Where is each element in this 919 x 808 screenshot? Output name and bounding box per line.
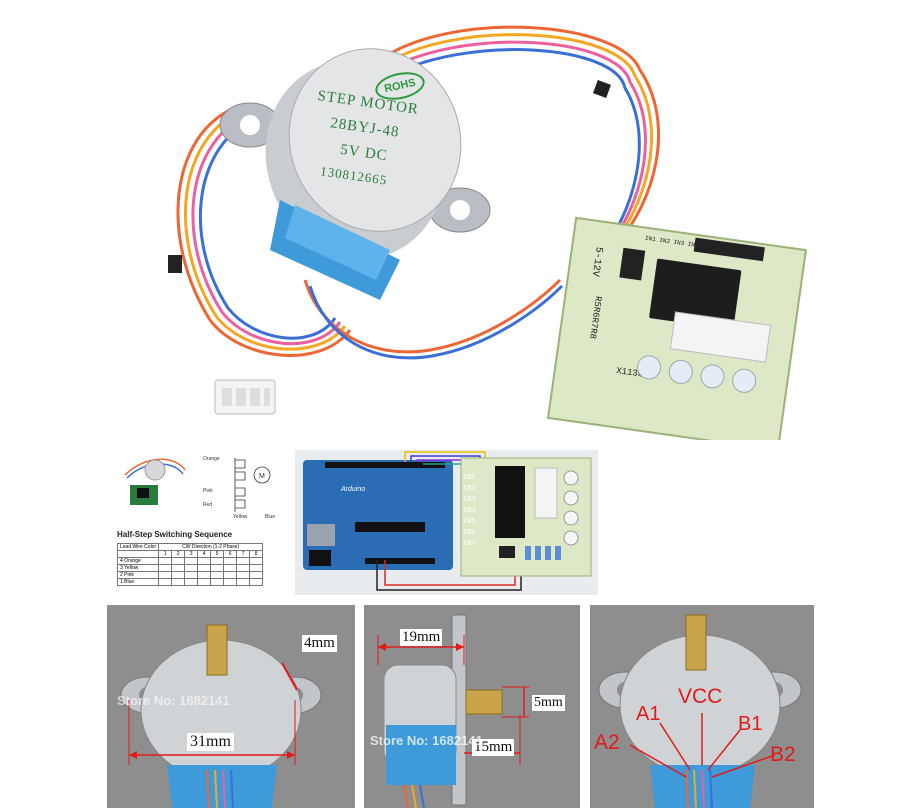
pinout-motor-illustration — [598, 614, 802, 808]
driver-board: 5-12V R5R6R7R8 X113647 IN1 IN2 IN3 IN4 — [546, 216, 808, 440]
switching-table: Lead Wire Color CW Direction (1-2 Phase)… — [116, 543, 264, 586]
coil-schematic: M — [234, 458, 271, 512]
table-header-cell: 7 — [236, 550, 251, 558]
wiring-in-label: IN6 — [463, 529, 476, 537]
table-caption: CW Direction (1-2 Phase) — [158, 543, 264, 551]
table-header-cell: 6 — [223, 550, 238, 558]
table-header-cell: 5 — [210, 550, 225, 558]
table-header-cell: 2 — [171, 550, 186, 558]
table-header-cell: Lead Wire Color — [116, 543, 160, 551]
pin-label-a2: A2 — [594, 731, 620, 754]
table-row: 2 Pink — [116, 571, 264, 579]
dim-label-15mm: 15mm — [472, 739, 515, 756]
dim-label-5mm: 5mm — [532, 695, 565, 711]
dim-label-19mm: 19mm — [400, 629, 443, 646]
watermark: Store No: 1682141 — [370, 733, 483, 748]
jumper — [619, 247, 646, 281]
wiring-panel: Arduino IN1 IN2 IN3 IN4 IN5 IN6 IN7 — [295, 450, 598, 595]
motor-thumbnail — [124, 458, 186, 505]
board-resistor-label: R5R6R7R8 — [587, 295, 604, 340]
table-row: 3 Yellow — [116, 564, 264, 572]
dimension-photo-front: 4mm 31mm Store No: 1682141 — [107, 605, 355, 808]
table-row: 1 Blue — [116, 578, 264, 586]
pin-label-a1: A1 — [636, 703, 661, 725]
wiring-in-label: IN7 — [463, 540, 476, 548]
side-motor-illustration — [377, 614, 529, 808]
dimension-photo-side: 19mm 5mm 15mm Store No: 1682141 — [364, 605, 580, 808]
white-header — [669, 311, 772, 363]
dim-label-31mm: 31mm — [187, 733, 234, 751]
hero-photo: ROHS STEP MOTOR 28BYJ-48 5V DC 130812665… — [120, 0, 820, 440]
table-header-cell: 4 — [197, 550, 212, 558]
pin-label-vcc: VCC — [678, 685, 723, 708]
wire-label-blue: Blue — [265, 514, 276, 520]
pin-header — [693, 237, 765, 262]
table-header-cell: 3 — [184, 550, 199, 558]
board-voltage-label: 5-12V — [588, 245, 604, 278]
wiring-in-label: IN2 — [463, 485, 476, 493]
wiring-in-label: IN1 — [463, 474, 476, 482]
table-header-cell: 8 — [249, 550, 264, 558]
pin-label-b1: B1 — [738, 713, 763, 735]
led — [730, 367, 758, 395]
pinout-photo: VCC A1 B1 A2 B2 — [590, 605, 814, 808]
arduino-label: Arduino — [341, 486, 366, 493]
wiring-in-label: IN3 — [463, 496, 476, 504]
wire-label-yellow: Yellow — [233, 514, 248, 520]
wire-label-orange: Orange — [203, 456, 220, 462]
wiring-in-label: IN5 — [463, 518, 476, 526]
wire-label-red: Red — [203, 502, 213, 508]
led — [698, 362, 727, 390]
table-row: 4 Orange — [116, 557, 264, 565]
hero-illustration — [168, 25, 661, 415]
svg-text:M: M — [259, 473, 265, 480]
pin-label-b2: B2 — [770, 743, 796, 766]
watermark: Store No: 1682141 — [117, 693, 230, 708]
wire-label-pink: Pink — [203, 488, 213, 494]
table-header-cell: 1 — [158, 550, 173, 558]
schematic-title: Half-Step Switching Sequence — [117, 530, 233, 539]
wiring-illustration — [303, 451, 592, 591]
board-in-labels: IN1 IN2 IN3 IN4 — [644, 234, 700, 250]
front-motor-illustration — [120, 624, 322, 808]
wiring-in-label: IN4 — [463, 507, 476, 515]
led — [667, 358, 695, 386]
dim-label-4mm: 4mm — [302, 635, 337, 652]
schematic-panel: M Orange Pink Red Yellow Blue Half-Step … — [115, 450, 290, 595]
